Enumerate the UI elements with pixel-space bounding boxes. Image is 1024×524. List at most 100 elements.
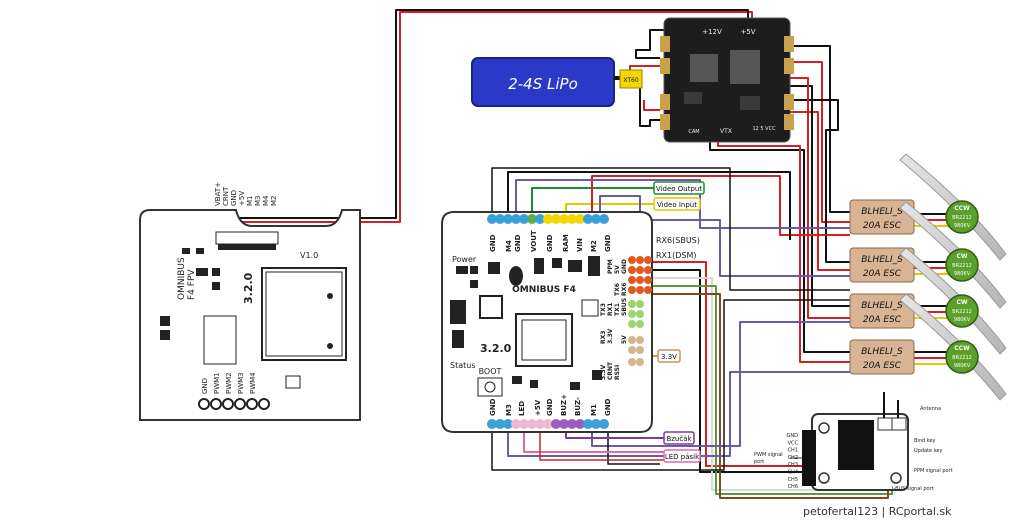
receiver-pwm-port-label: PWM signal port: [754, 452, 784, 465]
receiver-pin-ch5: CH5: [788, 477, 798, 483]
svg-text:CRNT: CRNT: [222, 186, 230, 206]
f4-bottom-pads: [487, 419, 609, 429]
motor-direction: CCW: [954, 345, 970, 352]
f4-power-label: Power: [452, 255, 477, 264]
wire-m1-purple: [591, 321, 850, 447]
wire-led-pink: [523, 430, 664, 453]
svg-text:3.3V: 3.3V: [600, 364, 607, 380]
receiver-ibus-label: I-BUS signal port: [892, 486, 934, 492]
svg-text:M1: M1: [246, 196, 254, 207]
receiver-pin-ch3: CH3: [788, 462, 798, 468]
f4-bottom-pin-labels: GND M3 LED +5V GND BUZ+ BUZ- M1 GND: [489, 394, 612, 416]
wire-pdb-esc-red-1: [790, 61, 850, 223]
esc-label-1: BLHELI_S: [861, 301, 903, 311]
f4-boot-label: BOOT: [479, 367, 502, 376]
svg-text:CRNT: CRNT: [607, 361, 614, 380]
pdb-12v-label: +12V: [702, 28, 722, 36]
svg-text:VOUT: VOUT: [530, 230, 538, 252]
svg-text:M2: M2: [590, 240, 598, 252]
esc-label-2: 20A ESC: [863, 269, 902, 279]
motor-model: BR2212: [952, 263, 972, 269]
fpv-version: 3.2.0: [242, 272, 255, 304]
wire-gnd-bottom-r: [607, 430, 660, 465]
svg-text:RSSI: RSSI: [614, 365, 621, 380]
motor-direction: CCW: [954, 205, 970, 212]
svg-text:M1: M1: [590, 404, 598, 416]
svg-text:PWM2: PWM2: [225, 372, 233, 394]
motor-kv: 980KV: [954, 363, 971, 369]
motor-1: [945, 200, 979, 234]
motor-3: [945, 294, 979, 328]
svg-text:PWM4: PWM4: [249, 372, 257, 394]
svg-text:GND: GND: [230, 190, 238, 206]
esc-label-2: 20A ESC: [863, 221, 902, 231]
esc-group: BLHELI_S 20A ESC CCW BR2212 980KV BLHELI_S 20A…: [849, 153, 1007, 401]
svg-text:+5V: +5V: [534, 399, 542, 416]
motor-direction: CW: [956, 299, 967, 306]
fpv-name-1: OMNIBUS: [177, 257, 187, 300]
svg-text:M2: M2: [270, 196, 278, 207]
xt60-label: XT60: [623, 77, 638, 84]
svg-text:3.3V: 3.3V: [607, 328, 614, 344]
wire-m4-purple: [515, 179, 850, 229]
esc-label-1: BLHELI_S: [861, 255, 903, 265]
f4-rx1-label: RX1(DSM): [656, 251, 697, 260]
svg-text:LED: LED: [518, 401, 526, 416]
svg-text:5V: 5V: [614, 265, 621, 274]
f4-right-pads: [628, 256, 652, 366]
wire-pdb-esc4: [709, 140, 850, 353]
wire-pdb-esc-black-2: [790, 99, 850, 263]
receiver-pin-vcc: VCC: [788, 440, 799, 446]
receiver-pin-gnd: GND: [787, 433, 799, 439]
callout-video-input: Video Input: [657, 201, 697, 209]
svg-text:GND: GND: [514, 234, 522, 252]
pdb-vtx-label: VTX: [720, 128, 732, 135]
wire-pdb-esc4-red: [717, 140, 850, 363]
svg-text:M3: M3: [254, 196, 262, 207]
power-distribution-board: +12V +5V VTX CAM 12 5 VCC: [660, 17, 794, 143]
f4-rx6-label: RX6(SBUS): [656, 236, 700, 245]
wire-rx-white: [650, 277, 884, 491]
wire-rx-black: [650, 269, 812, 473]
svg-text:RX1: RX1: [607, 303, 614, 316]
receiver-pin-ch4: CH4: [788, 470, 798, 476]
wire-esc-3-red: [643, 100, 660, 111]
pdb-vcc-label: 12 5 VCC: [752, 126, 776, 132]
pdb-cam-label: CAM: [688, 129, 699, 135]
wire-pdb-esc-red-2: [790, 111, 850, 271]
esc-unit-4: BLHELI_S 20A ESC CCW BR2212 980KV: [849, 293, 1007, 401]
credit-text: petofertal123 | RCportal.sk: [803, 505, 952, 518]
wires: [235, 9, 950, 499]
battery: 2-4S LiPo XT60: [471, 57, 643, 107]
receiver-ppm-label: PPM signal port: [914, 468, 953, 474]
callout-bzucak: Bzučák: [666, 435, 692, 443]
wire-black-top: [507, 171, 791, 240]
svg-text:BUZ-: BUZ-: [574, 397, 582, 416]
motor-model: BR2212: [952, 355, 972, 361]
receiver-bind-key-label: Bind key: [914, 438, 936, 444]
esc-label-2: 20A ESC: [863, 315, 902, 325]
motor-kv: 980KV: [954, 317, 971, 323]
battery-label: 2-4S LiPo: [508, 75, 578, 93]
callout-3v3: 3.3V: [661, 353, 677, 361]
f4-top-pin-labels: GND M4 GND VOUT GND RAM VIN M2 GND: [489, 230, 612, 252]
svg-text:RX6: RX6: [621, 283, 628, 296]
svg-text:VIN: VIN: [576, 238, 584, 252]
wire-gnd-top: [491, 167, 850, 291]
callout-video-output: Video Output: [656, 185, 702, 193]
esc-label-1: BLHELI_S: [861, 347, 903, 357]
svg-text:TX6: TX6: [614, 283, 621, 296]
svg-text:GND: GND: [201, 378, 209, 394]
callouts: Video Output Video Input 3.3V Bzučák LED…: [653, 181, 705, 463]
svg-text:PPM: PPM: [607, 259, 614, 274]
wire-video-out: [531, 187, 654, 212]
svg-text:TX3: TX3: [600, 303, 607, 316]
svg-text:5V: 5V: [621, 335, 628, 344]
wire-rx-red: [650, 261, 812, 467]
svg-text:GND: GND: [604, 234, 612, 252]
fpv-pwm-pin-labels: GND PWM1 PWM2 PWM3 PWM4: [201, 372, 257, 394]
f4-right-pin-labels: GND 5V PPM RX6 TX6 RX1 TX1 SBUS 5V 3.3V …: [607, 259, 628, 380]
esc-label-2: 20A ESC: [863, 361, 902, 371]
omnibus-fpv-board: VBAT+ CRNT GND +5V M1 M3 M4 M2 V1.0 OMNI…: [139, 182, 361, 421]
